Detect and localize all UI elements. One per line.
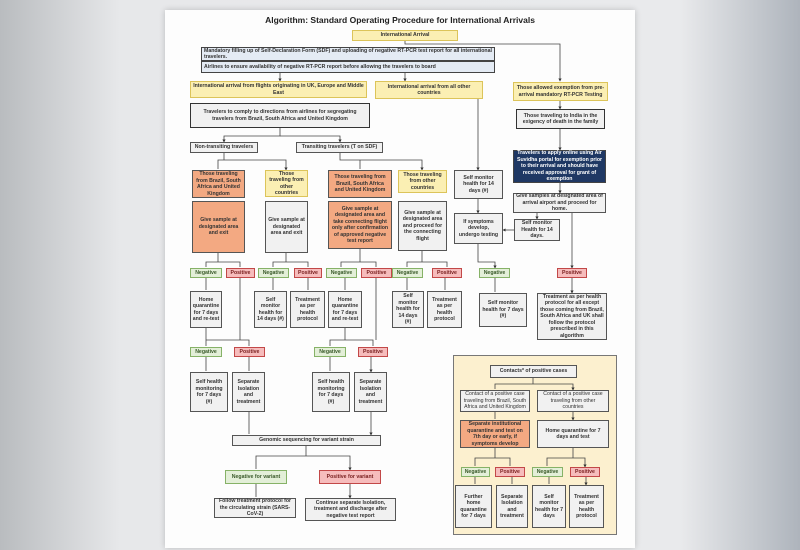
isolation-treatment-node: Separate Isolation and treatment bbox=[496, 485, 528, 528]
t-brazil-sample-node: Give sample at designated area and take … bbox=[328, 201, 392, 249]
positive-node: Positive bbox=[294, 268, 322, 278]
isolation-node: Separate Isolation and treatment bbox=[354, 372, 387, 412]
genomic-node: Genomic sequencing for variant strain bbox=[232, 435, 381, 446]
self-monitor-node: Self monitor health for 14 days (#) bbox=[254, 291, 287, 328]
contact-other-node: Contact of a positive case traveling fro… bbox=[537, 390, 609, 412]
positive-node: Positive bbox=[361, 268, 392, 278]
t-other-node: Those traveling from other countries bbox=[398, 170, 447, 193]
comply-node: Travelers to comply to directions from a… bbox=[190, 103, 370, 128]
self-monitor-14-node: Self monitor Health for 14 days. bbox=[514, 219, 560, 241]
negative-node: Negative bbox=[392, 268, 423, 278]
institutional-quarantine-node: Separate institutional quarantine and te… bbox=[460, 420, 530, 448]
symptoms-node: If symptoms develop, undergo testing bbox=[454, 213, 503, 244]
page-title: Algorithm: Standard Operating Procedure … bbox=[265, 15, 535, 25]
treatment-node: Treatment as per health protocol bbox=[290, 291, 325, 328]
positive-node: Positive bbox=[358, 347, 388, 357]
t-other-sample-node: Give sample at designated area and proce… bbox=[398, 201, 447, 251]
nt-brazil-sample-node: Give sample at designated area and exit bbox=[192, 201, 245, 253]
treatment-protocol-node: Treatment as per health protocol bbox=[569, 485, 604, 528]
isolation-node: Separate Isolation and treatment bbox=[232, 372, 265, 412]
intl-arrival-node: International Arrival bbox=[352, 30, 458, 41]
negative-node: Negative bbox=[461, 467, 490, 477]
negative-variant-node: Negative for variant bbox=[225, 470, 287, 484]
transiting-node: Transiting travelers (T on SDF) bbox=[296, 142, 383, 153]
t-brazil-node: Those traveling from Brazil, South Afric… bbox=[328, 170, 392, 198]
positive-node: Positive bbox=[234, 347, 265, 357]
self-health-node: Self health monitoring for 7 days (#) bbox=[190, 372, 228, 412]
nt-other-sample-node: Give sample at designated area and exit bbox=[265, 201, 308, 253]
sdf-node: Mandatory filling up of Self-Declaration… bbox=[201, 47, 495, 61]
negative-node: Negative bbox=[479, 268, 510, 278]
death-exigency-node: Those traveling to India in the exigency… bbox=[516, 109, 605, 129]
home-quarantine-node: Home quarantine for 7 days and re-test bbox=[328, 291, 362, 328]
home-quarantine-node: Home quarantine for 7 days and re-test bbox=[190, 291, 222, 328]
positive-node: Positive bbox=[226, 268, 255, 278]
contact-brazil-node: Contact of a positive case traveling fro… bbox=[460, 390, 530, 412]
contacts-node: Contacts* of positive cases bbox=[490, 365, 577, 378]
treatment-node: Treatment as per health protocol bbox=[427, 291, 462, 328]
negative-node: Negative bbox=[190, 268, 222, 278]
further-home-node: Further home quarantine for 7 days bbox=[455, 485, 492, 528]
positive-node: Positive bbox=[432, 268, 462, 278]
air-suvidha-node: Travelers to apply online using Air Suvi… bbox=[513, 150, 606, 183]
follow-protocol-node: Follow treatment protocol for the circul… bbox=[214, 498, 296, 518]
self-monitor-14a-node: Self monitor health for 14 days (#) bbox=[454, 170, 503, 199]
negative-node: Negative bbox=[314, 347, 346, 357]
negative-node: Negative bbox=[532, 467, 563, 477]
nt-other-node: Those traveling from other countries bbox=[265, 170, 308, 197]
exemption-node: Those allowed exemption from pre-arrival… bbox=[513, 82, 608, 101]
negative-node: Negative bbox=[326, 268, 357, 278]
positive-node: Positive bbox=[570, 467, 600, 477]
airlines-node: Airlines to ensure availability of negat… bbox=[201, 61, 495, 73]
self-monitor-7d-node: Self monitor health for 7 days bbox=[532, 485, 566, 528]
self-monitor-7-node: Self monitor health for 7 days (#) bbox=[479, 293, 527, 327]
positive-variant-node: Positive for variant bbox=[319, 470, 381, 484]
positive-node: Positive bbox=[495, 467, 525, 477]
self-health-node: Self health monitoring for 7 days (#) bbox=[312, 372, 350, 412]
treatment-all-node: Treatment as per health protocol for all… bbox=[537, 293, 607, 340]
uk-europe-node: International arrival from flights origi… bbox=[190, 81, 367, 98]
home-quarantine-test-node: Home quarantine for 7 days and test bbox=[537, 420, 609, 448]
negative-node: Negative bbox=[190, 347, 222, 357]
positive-node: Positive bbox=[557, 268, 587, 278]
non-transiting-node: Non-transiting travelers bbox=[190, 142, 258, 153]
all-other-node: International arrival from all other cou… bbox=[375, 81, 483, 99]
continue-isolation-node: Continue separate Isolation, treatment a… bbox=[305, 498, 396, 521]
give-samples-home-node: Give samples at designated area of arriv… bbox=[513, 193, 606, 213]
nt-brazil-node: Those traveling from Brazil, South Afric… bbox=[192, 170, 245, 198]
negative-node: Negative bbox=[258, 268, 289, 278]
self-monitor-node: Self monitor health for 14 days (#) bbox=[392, 291, 424, 328]
